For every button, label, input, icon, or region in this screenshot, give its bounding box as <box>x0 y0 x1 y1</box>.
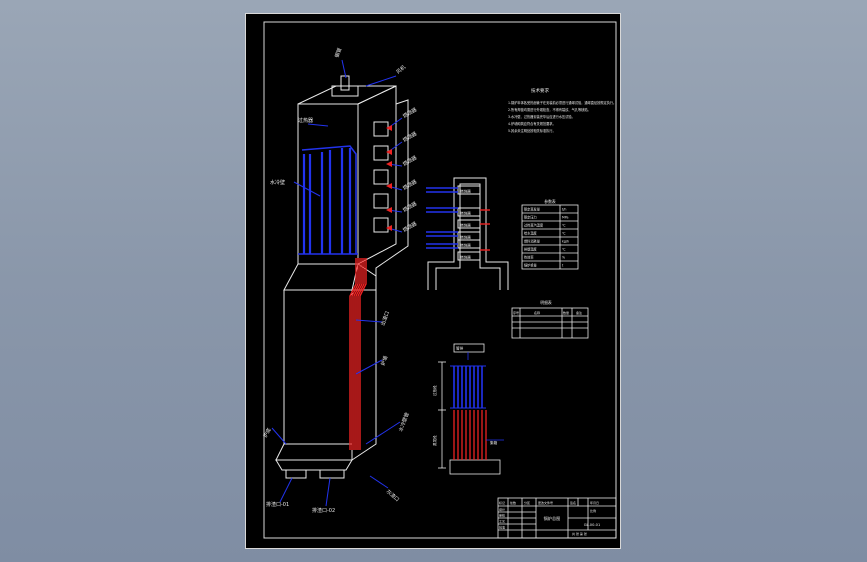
boiler-side-upper <box>357 85 397 265</box>
upper-tubes <box>298 145 358 255</box>
tb-header-file: 更改文件号 <box>538 500 553 505</box>
callout-4: 燃烧器 <box>402 178 419 192</box>
param-row-7-name: 热效率 <box>524 255 534 260</box>
detail-header-qty: 数量 <box>563 310 569 315</box>
detail-table: 明细表 序号 名称 数量 备注 <box>511 300 589 339</box>
technical-notes: 技术要求 1.锅炉本体各受热面管子在安装前必须进行通球试验，通球直径按规定执行。… <box>508 87 616 133</box>
label-bottom-2: 排渣口-02 <box>312 507 335 514</box>
tb-role-design: 设计 <box>499 507 505 512</box>
tube-label-top: 管排 <box>456 346 464 351</box>
notes-title: 技术要求 <box>531 87 549 94</box>
detail-header-no: 序号 <box>513 310 519 315</box>
tube-detail: 管排 过热段 蒸发段 集箱 <box>432 343 504 475</box>
tb-scale-label: 比例 <box>590 508 596 513</box>
param-row-1-name: 额定蒸发量 <box>524 207 541 212</box>
boiler-neck <box>283 263 359 291</box>
tb-header-date: 年月日 <box>590 500 599 505</box>
param-row-4-unit: ℃ <box>562 232 566 236</box>
param-row-3-name: 过热蒸汽温度 <box>524 223 544 228</box>
burner-arrows <box>386 125 392 231</box>
param-row-3-unit: ℃ <box>562 224 566 228</box>
tb-header-zone: 分区 <box>524 500 530 505</box>
label-bottom-1: 排渣口-01 <box>266 501 289 508</box>
param-row-4-name: 给水温度 <box>524 231 538 236</box>
burner-item-6: 燃烧器 <box>460 255 471 260</box>
label-left-1: 过热器 <box>298 117 313 124</box>
leader-lines <box>271 59 403 507</box>
param-table: 参数表 额定蒸发量 t/h 额定压力 MPa 过热蒸汽温度 ℃ 给水温度 ℃ 燃… <box>521 199 579 270</box>
tb-header-count: 处数 <box>510 500 516 505</box>
label-bottom-3: 灰渣口 <box>385 488 401 503</box>
burner-item-1: 燃烧器 <box>460 189 471 194</box>
hopper <box>275 443 353 461</box>
label-lower-1: 炉墙 <box>379 355 389 367</box>
param-table-title: 参数表 <box>544 199 556 204</box>
boiler-isometric <box>275 75 409 479</box>
tb-role-process: 工艺 <box>499 519 505 524</box>
title-block: 标记 处数 分区 更改文件号 签名 年月日 设计 审核 工艺 批准 比例 共 张… <box>497 497 617 539</box>
param-row-6-unit: ℃ <box>562 248 566 252</box>
param-row-1-unit: t/h <box>562 208 566 212</box>
burner-item-3: 燃烧器 <box>460 223 471 228</box>
param-row-8-name: 锅炉重量 <box>524 263 538 268</box>
notes-line-2: 2.所有焊缝均需进行外观检查，不得有裂纹、气孔等缺陷。 <box>508 107 591 112</box>
drawing-sheet: 钢管 风机 过热器 水冷壁 燃烧器 燃烧器 燃烧器 燃烧器 燃烧器 燃烧器 出渣… <box>245 13 621 549</box>
tb-sheet-label: 共 张 第 张 <box>572 531 587 536</box>
param-row-8-unit: t <box>562 264 564 268</box>
stack <box>340 75 350 91</box>
label-top: 钢管 <box>333 47 343 59</box>
furnace-front <box>283 289 353 445</box>
callout-1: 燃烧器 <box>402 106 419 120</box>
drawing-canvas: 钢管 风机 过热器 水冷壁 燃烧器 燃烧器 燃烧器 燃烧器 燃烧器 燃烧器 出渣… <box>262 21 617 539</box>
callout-2: 燃烧器 <box>402 130 419 144</box>
burner-panel <box>427 177 509 290</box>
burner-panel-arrows <box>426 187 490 251</box>
notes-line-1: 1.锅炉本体各受热面管子在安装前必须进行通球试验，通球直径按规定执行。 <box>508 100 616 105</box>
tube-label-side-1: 过热段 <box>432 385 437 396</box>
burner-item-4: 燃烧器 <box>460 235 471 240</box>
callout-3: 燃烧器 <box>402 154 419 168</box>
label-hopper: 出渣口 <box>379 310 391 327</box>
tb-role-review: 审核 <box>499 513 505 518</box>
burner-item-5: 燃烧器 <box>460 243 471 248</box>
notes-line-4: 4.炉墙砌筑应符合有关规范要求。 <box>508 121 556 126</box>
param-row-2-name: 额定压力 <box>524 215 537 220</box>
tb-drawing-no: GL-00-01 <box>584 523 600 527</box>
inner-frame <box>263 21 617 539</box>
label-left-2: 水冷壁 <box>270 179 285 186</box>
boiler-roof <box>297 85 397 105</box>
tube-label-right: 集箱 <box>490 440 498 445</box>
param-row-6-name: 排烟温度 <box>524 247 538 252</box>
burner-item-2: 燃烧器 <box>460 211 471 216</box>
tube-label-side-2: 蒸发段 <box>432 435 437 446</box>
callout-6: 燃烧器 <box>402 220 419 234</box>
detail-header-name: 名称 <box>534 310 540 315</box>
label-lower-3: 炉底 <box>262 427 273 439</box>
notes-line-3: 3.水冷壁、过热器安装完毕后应进行水压试验。 <box>508 114 575 119</box>
fan-housing <box>331 85 359 97</box>
callout-5: 燃烧器 <box>402 200 419 214</box>
tb-drawing-name: 锅炉总图 <box>544 515 561 522</box>
param-row-5-name: 燃料消耗量 <box>524 239 541 244</box>
label-fan: 风机 <box>395 64 407 76</box>
param-row-7-unit: % <box>562 256 565 260</box>
detail-table-title: 明细表 <box>540 300 552 305</box>
tb-header-sign: 签名 <box>570 500 576 505</box>
param-row-5-unit: kg/h <box>562 240 569 244</box>
detail-header-remark: 备注 <box>576 310 582 315</box>
tb-role-approve: 批准 <box>499 525 505 530</box>
param-row-2-unit: MPa <box>562 216 569 220</box>
notes-line-5: 5.其余未注明处按相关标准执行。 <box>508 128 556 133</box>
tb-header-mark: 标记 <box>499 500 505 505</box>
